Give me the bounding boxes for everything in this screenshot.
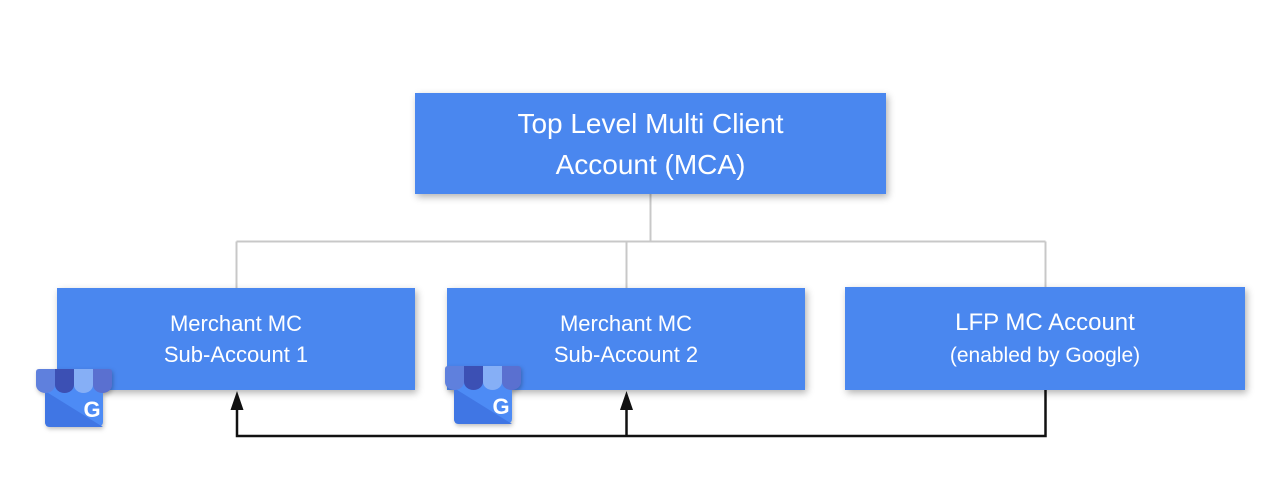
google-g-letter: G xyxy=(83,397,100,422)
awning-stripe xyxy=(483,366,502,390)
storefront-fold xyxy=(45,391,103,427)
node-top-level-mca: Top Level Multi Client Account (MCA) xyxy=(415,93,886,194)
google-business-storefront-icon: G xyxy=(445,366,521,424)
awning-stripe xyxy=(464,366,483,390)
awning-stripe xyxy=(502,366,521,390)
node-label-line: Sub-Account 2 xyxy=(553,342,699,367)
node-label-line: LFP MC Account xyxy=(955,308,1135,336)
awning-stripe xyxy=(55,369,74,393)
awning-stripe xyxy=(36,369,55,393)
node-merchant-sub-account-1: Merchant MC Sub-Account 1 xyxy=(57,288,415,390)
gray-tree-connector xyxy=(235,194,1047,288)
arrowhead-sub1 xyxy=(230,391,244,410)
node-lfp-mc-account: LFP MC Account (enabled by Google) xyxy=(845,287,1245,390)
google-business-storefront-icon: G xyxy=(36,369,112,427)
node-label-line: (enabled by Google) xyxy=(949,343,1141,367)
awning-stripe xyxy=(93,369,112,393)
node-label-line: Account (MCA) xyxy=(555,148,746,180)
black-feed-connector xyxy=(235,390,1047,438)
node-label-line: Merchant MC xyxy=(169,311,303,336)
arrowhead-sub2 xyxy=(620,391,633,410)
awning-stripe xyxy=(74,369,93,393)
node-label-line: Sub-Account 1 xyxy=(163,342,309,367)
awning-stripe xyxy=(445,366,464,390)
storefront-fold xyxy=(454,388,512,424)
node-label-line: Top Level Multi Client xyxy=(517,107,784,139)
google-g-letter: G xyxy=(492,394,509,419)
node-label-line: Merchant MC xyxy=(559,311,693,336)
